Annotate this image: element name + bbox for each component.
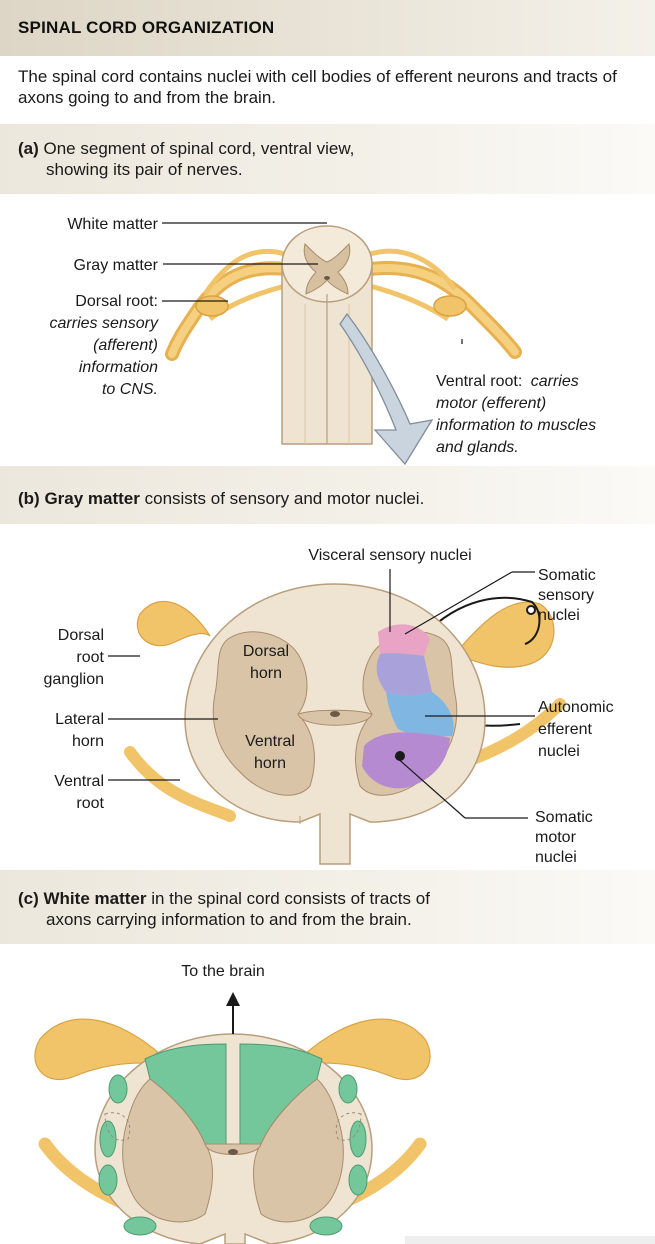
panel-b-cross-section (184, 583, 486, 865)
right-spinal-nerve (363, 248, 522, 359)
label-ventral-root-desc-2: motor (efferent) (436, 395, 546, 412)
label-ventral-root-desc-4: and glands. (436, 439, 519, 456)
label-lateral-horn-1: Lateral (55, 711, 104, 728)
intro-text: The spinal cord contains nuclei with cel… (18, 67, 617, 107)
label-ventral-root-b-2: root (76, 795, 104, 812)
panel-a-caption: (a) One segment of spinal cord, ventral … (18, 138, 354, 180)
label-ventral-horn-1: Ventral (245, 733, 295, 750)
panel-a-caption-band: (a) One segment of spinal cord, ventral … (0, 124, 655, 194)
down-arrow (339, 312, 434, 466)
panel-c-caption: (c) White matter in the spinal cord cons… (18, 888, 430, 930)
label-dorsal-root-desc-3: information (79, 359, 158, 376)
label-dorsal-horn-2: horn (250, 665, 282, 682)
visceral-sensory-nuclei-region (376, 653, 432, 695)
label-drg-2: root (76, 649, 104, 666)
label-autonomic-3: nuclei (538, 743, 580, 760)
label-somatic-sensory-1: Somatic (538, 567, 596, 584)
label-dorsal-root-desc-4: to CNS. (102, 381, 158, 398)
panel-b-caption-rest: consists of sensory and motor nuclei. (139, 489, 425, 508)
to-brain-arrowhead (226, 992, 240, 1006)
label-dorsal-horn-1: Dorsal (243, 643, 289, 660)
panel-c-caption-rest: in the spinal cord consists of tracts of (146, 889, 430, 908)
label-ventral-root-desc-3: information to muscles (436, 417, 596, 434)
panel-b-letter: (b) (18, 489, 40, 508)
label-somatic-sensory-2: sensory (538, 587, 594, 604)
label-white-matter: White matter (67, 216, 158, 233)
figure-header: SPINAL CORD ORGANIZATION (0, 0, 655, 56)
left-spinal-nerve (165, 248, 292, 361)
motor-neuron-cell-body (395, 751, 405, 761)
panel-c-illustration: To the brain (34, 963, 655, 1244)
panel-c-caption-band: (c) White matter in the spinal cord cons… (0, 870, 655, 944)
somatic-motor-nuclei-region (362, 732, 450, 789)
panel-c-letter: (c) (18, 889, 39, 908)
label-ventral-root: Ventral root: carries (436, 373, 579, 390)
panel-c-nerves (34, 1018, 431, 1221)
bottom-edge-panel (405, 1236, 655, 1244)
label-ventral-root-b-1: Ventral (54, 773, 104, 790)
panel-c-cross-section (94, 1033, 373, 1244)
figure-title: SPINAL CORD ORGANIZATION (18, 18, 275, 37)
label-somatic-sensory-3: nuclei (538, 607, 580, 624)
label-somatic-motor-3: nuclei (535, 849, 577, 866)
panel-b-illustration: Visceral sensory nuclei Somatic sensory … (44, 547, 614, 866)
panel-b-caption-bold: Gray matter (39, 489, 140, 508)
somatic-sensory-nuclei-region (378, 624, 430, 656)
panel-c-caption-bold: White matter (38, 889, 147, 908)
autonomic-efferent-nuclei-region (386, 692, 454, 737)
panel-a-caption-line2: showing its pair of nerves. (46, 160, 243, 179)
label-gray-matter: Gray matter (74, 257, 159, 274)
label-ventral-horn-2: horn (254, 755, 286, 772)
panel-b-caption: (b) Gray matter consists of sensory and … (18, 488, 424, 509)
label-autonomic-1: Autonomic (538, 699, 614, 716)
label-drg-1: Dorsal (58, 627, 104, 644)
label-drg-3: ganglion (44, 671, 105, 688)
label-somatic-motor-1: Somatic (535, 809, 593, 826)
panel-b-caption-band: (b) Gray matter consists of sensory and … (0, 466, 655, 524)
label-visceral-sensory-nuclei: Visceral sensory nuclei (308, 547, 471, 564)
label-ventral-root-desc-1: carries (531, 373, 579, 390)
panel-a-illustration: White matter Gray matter Dorsal root: ca… (50, 216, 596, 466)
label-somatic-motor-2: motor (535, 829, 577, 846)
label-to-the-brain: To the brain (181, 963, 265, 980)
label-dorsal-root-desc-2: (afferent) (93, 337, 158, 354)
label-autonomic-2: efferent (538, 721, 593, 738)
label-dorsal-root: Dorsal root: (75, 293, 158, 310)
panel-a-caption-line1: One segment of spinal cord, ventral view… (38, 139, 355, 158)
panel-c-caption-line2: axons carrying information to and from t… (46, 910, 412, 929)
label-dorsal-root-desc-1: carries sensory (50, 315, 159, 332)
panel-a-letter: (a) (18, 139, 39, 158)
label-ventral-root-title: Ventral root: (436, 373, 522, 390)
label-lateral-horn-2: horn (72, 733, 104, 750)
